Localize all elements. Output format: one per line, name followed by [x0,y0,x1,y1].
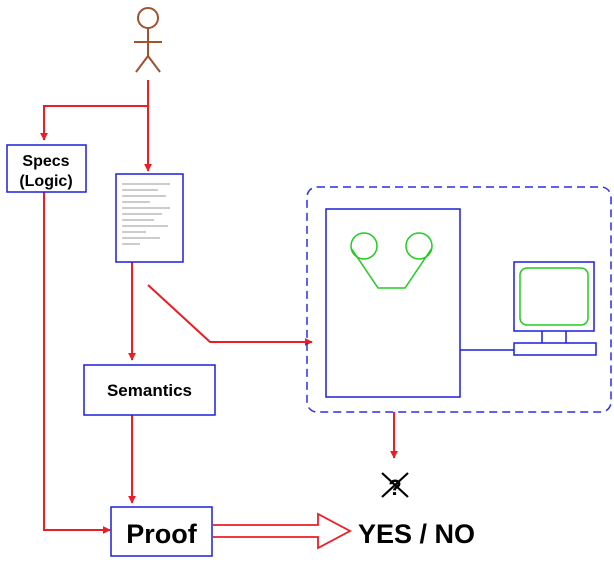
computer-monitor-icon [513,261,597,356]
specs-label: Specs [22,153,69,170]
arrow-to-specs [40,105,148,141]
stick-figure-icon [134,7,162,73]
proof-to-result-arrow [213,512,352,550]
arrow-specs-to-proof [43,192,111,534]
question-mark: ? [388,475,401,500]
crossed-question-icon: ? [381,472,409,500]
flow-arrows [40,80,398,534]
result-label: YES / NO [358,519,475,549]
document-icon [115,173,184,263]
arrow-document-to-machine [147,284,313,346]
semantics-label: Semantics [107,381,192,400]
semantics-box: Semantics [83,364,216,416]
specs-box: Specs (Logic) [6,144,87,193]
tape-machine-icon [325,208,461,398]
specs-sublabel: (Logic) [19,173,72,190]
proof-box: Proof [110,506,213,557]
proof-label: Proof [126,519,198,549]
